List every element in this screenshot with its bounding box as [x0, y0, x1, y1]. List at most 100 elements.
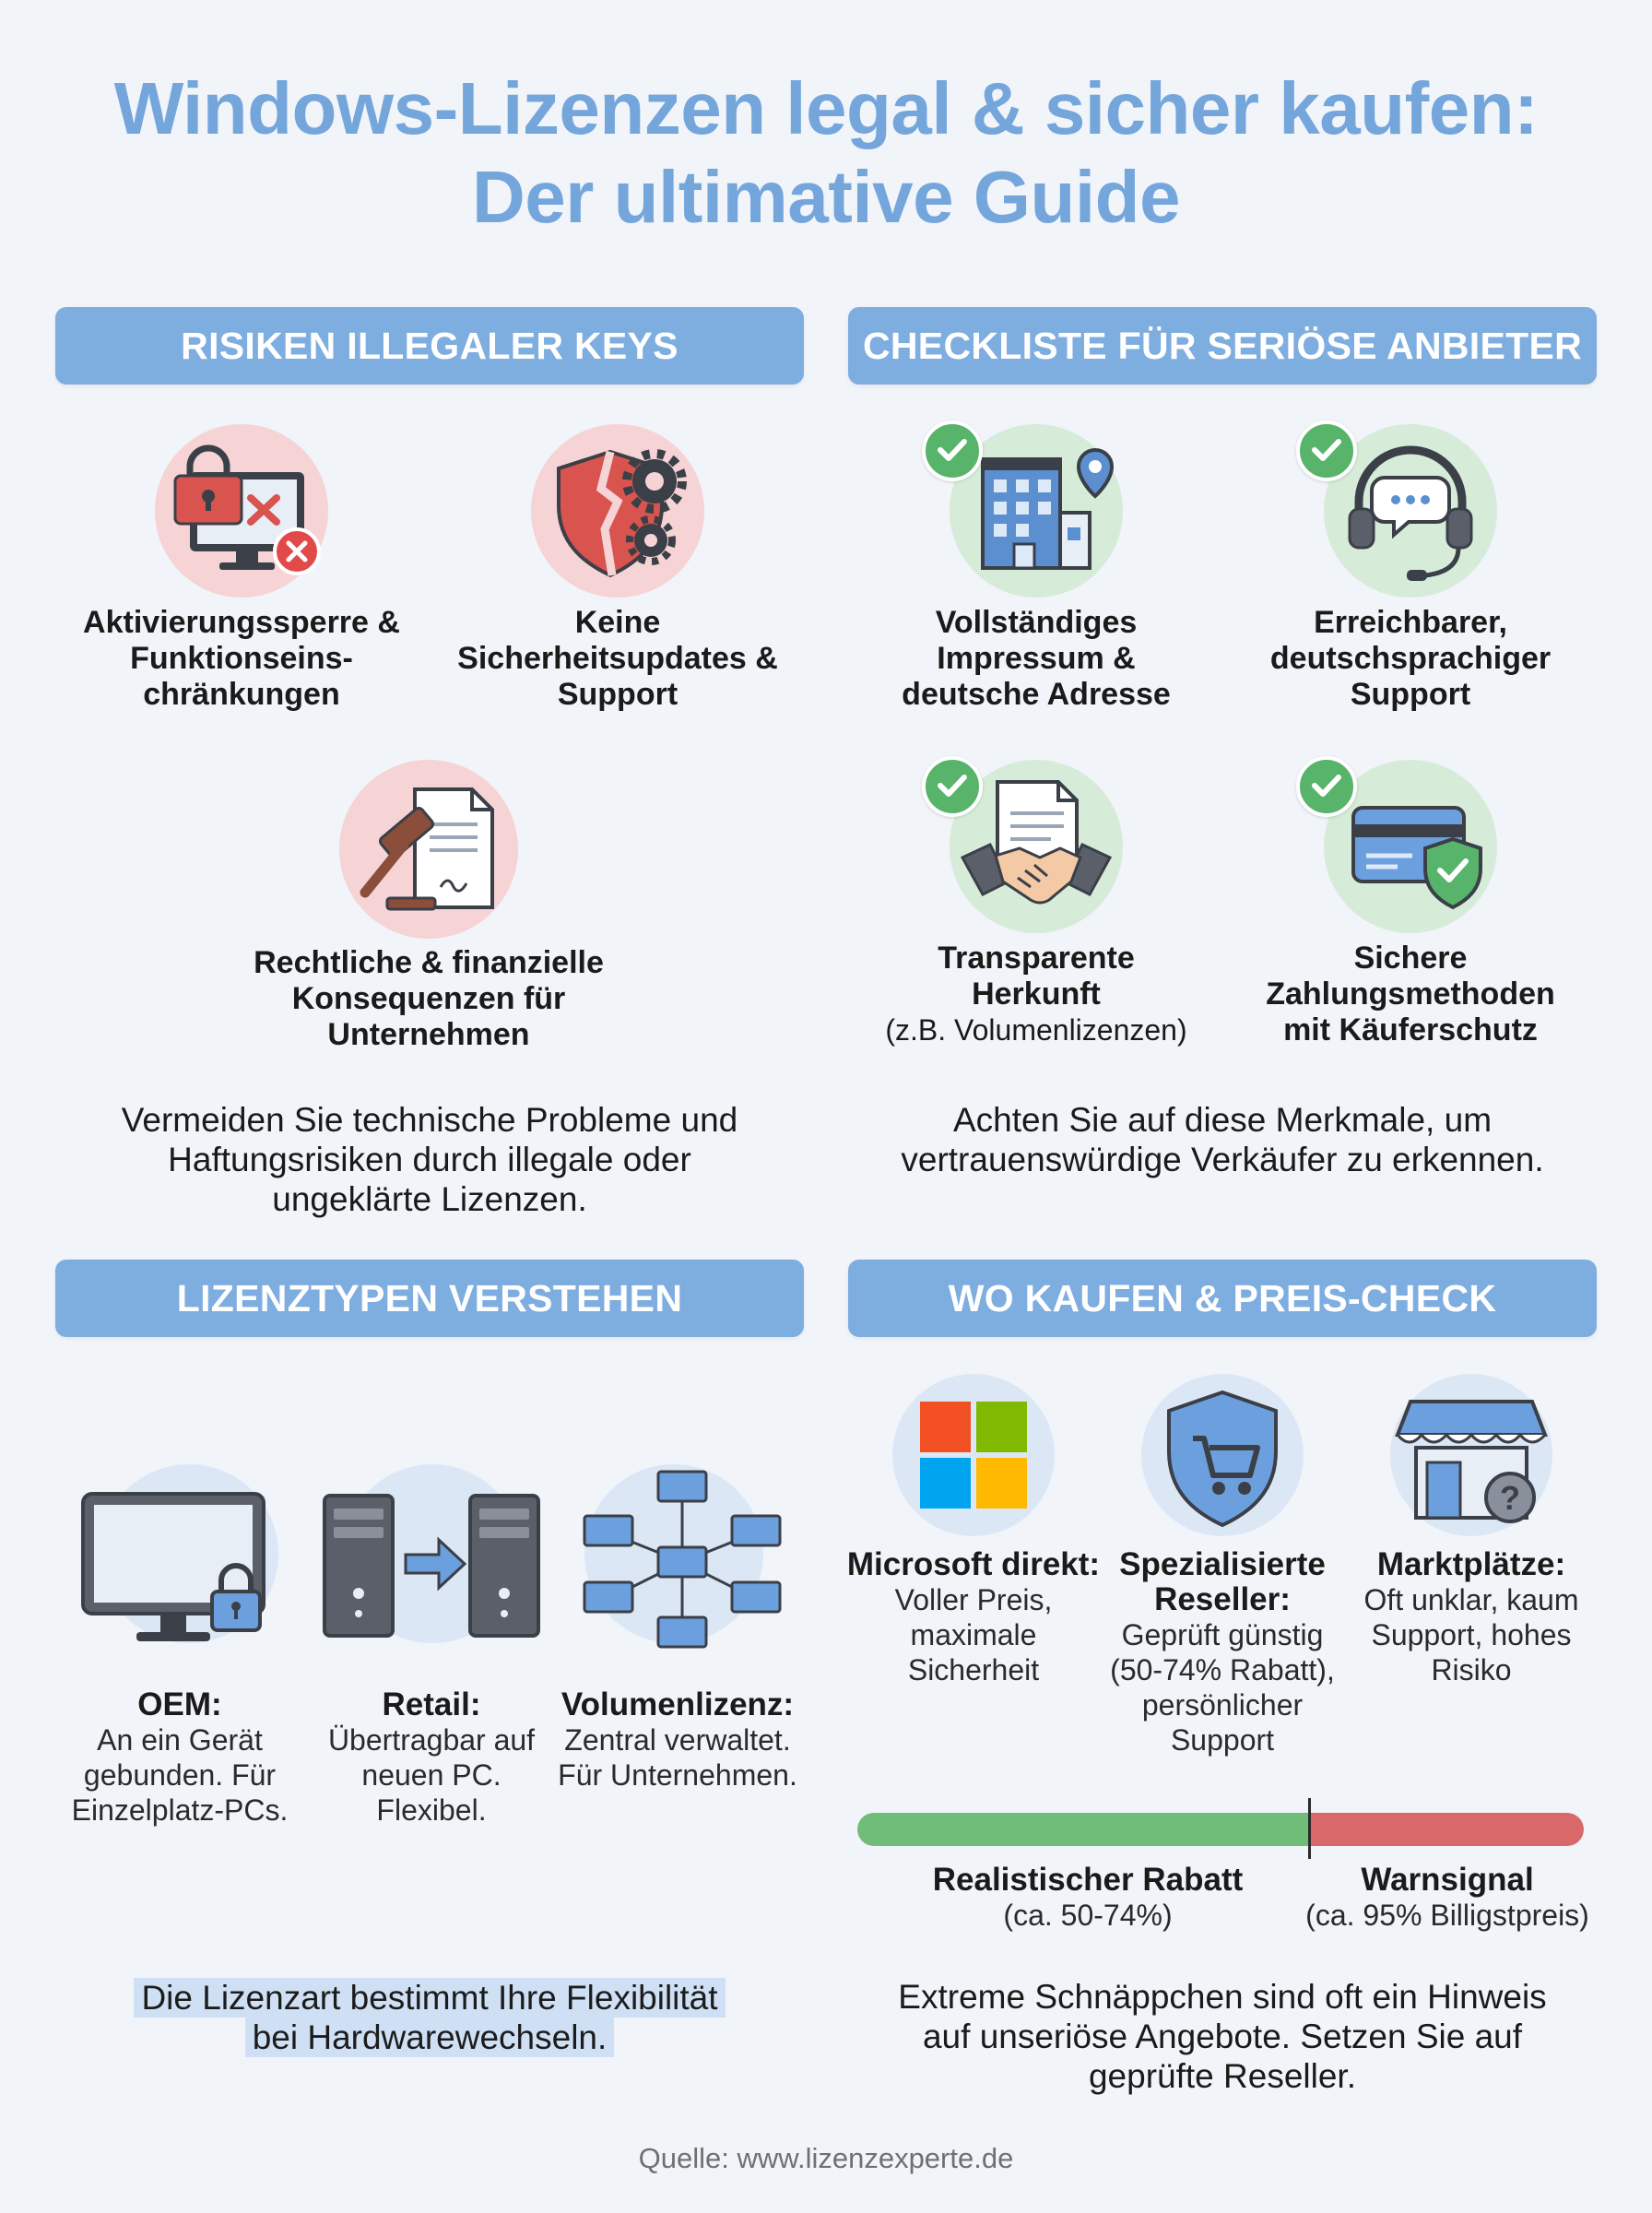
risk-2-line-1: Keine [574, 605, 661, 640]
ok-label-sub: (ca. 50-74%) [1003, 1899, 1173, 1932]
where-to-buy-summary: Extreme Schnäppchen sind oft ein Hinweis… [848, 1977, 1597, 2096]
risk-3-line-3: Unternehmen [327, 1017, 530, 1052]
oem-line-2: gebunden. Für [83, 1758, 277, 1792]
check-3-label: Transparente Herkunft (z.B. Volumenlizen… [850, 941, 1222, 1048]
title-line-2: Der ultimative Guide [472, 156, 1180, 238]
network-monitors-icon [583, 1470, 782, 1649]
gavel-document-icon [360, 787, 494, 911]
license-types-summary: Die Lizenzart bestimmt Ihre Flexibilität… [55, 1978, 804, 2057]
license-types-summary-line-2: bei Hardwarewechseln. [244, 2018, 615, 2057]
checklist-summary-line-1: Achten Sie auf diese Merkmale, um [952, 1101, 1493, 1139]
where-to-buy-heading-text: WO KAUFEN & PREIS-CHECK [948, 1276, 1497, 1320]
retail-line-3: Flexibel. [376, 1793, 487, 1827]
check-4-line-3: mit Käuferschutz [1283, 1012, 1538, 1047]
price-scale-warn-label: Warnsignal (ca. 95% Billigstpreis) [1300, 1863, 1595, 1933]
check-1-line-1: Vollständiges [935, 605, 1138, 640]
locked-monitor-icon [173, 444, 321, 575]
reseller-title-line-1: Spezialisierte [1119, 1546, 1326, 1582]
check-1-line-3: deutsche Adresse [902, 677, 1171, 712]
check-3-line-2: Herkunft [972, 976, 1101, 1012]
risk-2-line-2: Sicherheitsupdates & [457, 641, 778, 676]
checklist-heading-text: CHECKLISTE FÜR SERIÖSE ANBIETER [862, 324, 1582, 367]
check-1-label: Vollständiges Impressum & deutsche Adres… [850, 605, 1222, 713]
check-2-badge-icon [1296, 420, 1357, 481]
marketplace-line-2: Support, hohes [1371, 1618, 1572, 1651]
license-types-summary-line-1: Die Lizenzart bestimmt Ihre Flexibilität [134, 1978, 726, 2018]
store-question-icon: ? [1395, 1400, 1548, 1523]
risks-summary-line-1: Vermeiden Sie technische Probleme und [121, 1101, 738, 1139]
check-4-label: Sichere Zahlungsmethoden mit Käuferschut… [1224, 941, 1597, 1048]
oem-line-1: An ein Gerät [97, 1723, 263, 1757]
microsoft-title: Microsoft direkt: [846, 1546, 1101, 1582]
ok-label-title: Realistischer Rabatt [932, 1862, 1244, 1898]
where-to-buy-summary-line-2: auf unseriöse Angebote. Setzen Sie auf [922, 2018, 1523, 2055]
marketplace-label: Marktplätze: Oft unklar, kaum Support, h… [1346, 1547, 1597, 1687]
license-types-heading: LIZENZTYPEN VERSTEHEN [55, 1260, 804, 1337]
marketplace-line-3: Risiko [1431, 1653, 1512, 1686]
microsoft-line-1: Voller Preis, [894, 1583, 1053, 1616]
check-2-line-3: Support [1350, 677, 1471, 712]
risks-summary-line-2: Haftungsrisiken durch illegale oder [168, 1141, 691, 1178]
oem-title: OEM: [137, 1686, 222, 1722]
price-scale-warn-bar [1311, 1813, 1584, 1846]
broken-shield-gear-icon [557, 449, 687, 578]
volume-label: Volumenlizenz: Zentral verwaltet. Für Un… [553, 1687, 802, 1793]
check-3-badge-icon [922, 756, 983, 817]
microsoft-icon-bg [892, 1374, 1055, 1536]
microsoft-line-2: maximale [910, 1618, 1037, 1651]
price-scale-ok-bar [857, 1813, 1311, 1846]
marketplace-title: Marktplätze: [1376, 1546, 1566, 1582]
risk-1-line-3: chränkungen [143, 677, 340, 712]
risks-heading-text: RISIKEN ILLEGALER KEYS [181, 324, 678, 367]
marketplace-line-1: Oft unklar, kaum [1363, 1583, 1579, 1616]
reseller-title-line-2: Reseller: [1154, 1581, 1291, 1617]
price-scale-divider [1308, 1798, 1311, 1859]
risk-3-label: Rechtliche & finanzielle Konsequenzen fü… [212, 945, 645, 1053]
license-types-heading-text: LIZENZTYPEN VERSTEHEN [176, 1276, 683, 1320]
warn-label-sub: (ca. 95% Billigstpreis) [1305, 1899, 1589, 1932]
check-4-line-2: Zahlungsmethoden [1266, 976, 1555, 1012]
oem-line-3: Einzelplatz-PCs. [71, 1793, 289, 1827]
microsoft-label: Microsoft direkt: Voller Preis, maximale… [844, 1547, 1103, 1687]
page-title: Windows-Lizenzen legal & sicher kaufen: … [0, 65, 1652, 242]
volume-line-1: Zentral verwaltet. [564, 1723, 791, 1757]
volume-title: Volumenlizenz: [560, 1686, 795, 1722]
source-credit: Quelle: www.lizenzexperte.de [638, 2142, 1014, 2174]
risk-2-label: Keine Sicherheitsupdates & Support [431, 605, 804, 713]
retail-label: Retail: Übertragbar auf neuen PC. Flexib… [312, 1687, 551, 1828]
reseller-line-3: persönlicher [1141, 1688, 1304, 1722]
monitor-lock-icon [81, 1492, 266, 1641]
risk-2-line-3: Support [557, 677, 678, 712]
risk-3-line-2: Konsequenzen für [291, 981, 566, 1016]
checklist-summary-line-2: vertrauenswürdige Verkäufer zu erkennen. [901, 1141, 1544, 1178]
risks-summary-line-3: ungeklärte Lizenzen. [272, 1180, 587, 1218]
microsoft-line-3: Sicherheit [907, 1653, 1040, 1686]
checklist-summary: Achten Sie auf diese Merkmale, um vertra… [848, 1100, 1597, 1179]
microsoft-logo-icon [920, 1402, 1027, 1509]
check-3-sub: (z.B. Volumenlizenzen) [885, 1013, 1187, 1047]
where-to-buy-heading: WO KAUFEN & PREIS-CHECK [848, 1260, 1597, 1337]
where-to-buy-summary-line-3: geprüfte Reseller. [1088, 2057, 1356, 2095]
risk-1-label: Aktivierungssperre & Funktionseins- chrä… [55, 605, 428, 713]
handshake-document-icon [960, 780, 1113, 905]
retail-line-1: Übertragbar auf [327, 1723, 536, 1757]
title-line-1: Windows-Lizenzen legal & sicher kaufen: [113, 67, 1539, 149]
risks-heading: RISIKEN ILLEGALER KEYS [55, 307, 804, 385]
building-location-icon [981, 448, 1115, 570]
check-2-line-2: deutschsprachiger [1269, 641, 1552, 676]
credit-card-shield-icon [1351, 806, 1482, 910]
check-4-badge-icon [1296, 756, 1357, 817]
pc-transfer-icon [323, 1494, 540, 1638]
price-scale-ok-label: Realistischer Rabatt (ca. 50-74%) [903, 1863, 1272, 1933]
volume-line-2: Für Unternehmen. [558, 1758, 797, 1792]
oem-label: OEM: An ein Gerät gebunden. Für Einzelpl… [55, 1687, 304, 1828]
reseller-line-1: Geprüft günstig [1121, 1618, 1324, 1651]
headset-chat-icon [1348, 445, 1473, 581]
reseller-label: Spezialisierte Reseller: Geprüft günstig… [1088, 1547, 1357, 1757]
check-1-line-2: Impressum & [937, 641, 1136, 676]
risk-1-line-2: Funktionseins- [130, 641, 353, 676]
risks-summary: Vermeiden Sie technische Probleme und Ha… [55, 1100, 804, 1219]
risk-3-line-1: Rechtliche & finanzielle [254, 945, 604, 980]
reseller-line-2: (50-74% Rabatt), [1110, 1653, 1335, 1686]
svg-text:?: ? [1500, 1479, 1520, 1517]
